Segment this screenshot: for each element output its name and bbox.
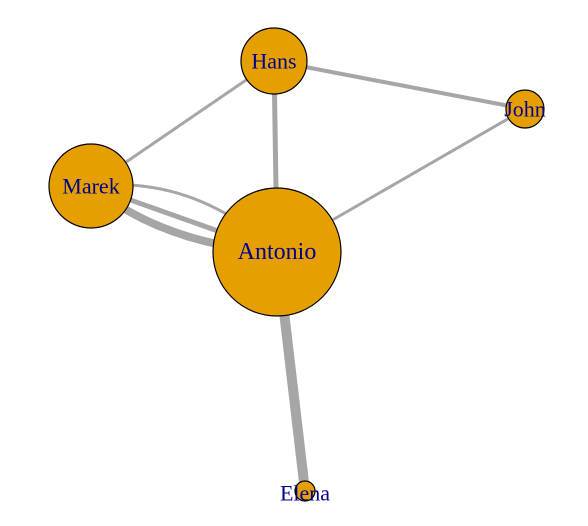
node-marek: Marek: [48, 143, 134, 229]
edge-hans-john: [273, 59, 526, 111]
node-layer: Hans John Marek Antonio Elena: [48, 27, 546, 506]
node-antonio: Antonio: [212, 187, 342, 317]
node-john-label: John: [504, 97, 546, 122]
node-elena-label: Elena: [280, 481, 330, 506]
node-hans-circle: [240, 27, 308, 95]
node-antonio-circle: [212, 187, 342, 317]
node-marek-circle: [48, 143, 134, 229]
node-antonio-label: Antonio: [238, 239, 317, 265]
node-hans-label: Hans: [251, 49, 296, 74]
node-hans: Hans: [240, 27, 308, 95]
node-john: John: [504, 89, 546, 129]
node-elena-circle: [294, 480, 316, 502]
node-elena: Elena: [280, 480, 330, 506]
node-marek-label: Marek: [62, 174, 119, 199]
node-john-circle: [505, 89, 545, 129]
